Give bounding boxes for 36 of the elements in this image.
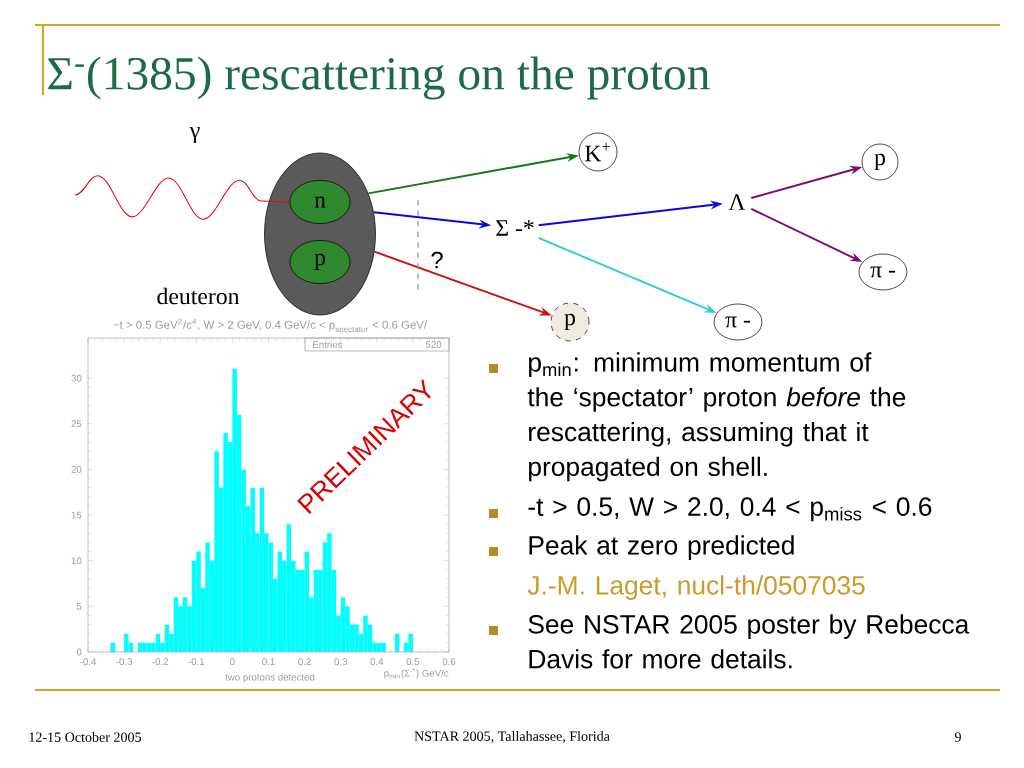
chart-caption: two protons detected <box>225 673 315 683</box>
x-tick-label: 0.6 <box>442 658 456 666</box>
x-tick-label: -0.3 <box>116 658 133 666</box>
x-tick-label: -0.1 <box>188 658 205 666</box>
bullet-text: p$_{min}$: minimum momentum of the ‘spectator’ proton before the rescattering, assuming that it propagated on shell. <box>527 352 906 482</box>
x-tick-label: 0.2 <box>298 658 311 666</box>
edge-label: γ <box>188 125 202 145</box>
footer-text: NSTAR 2005, Tallahassee, Florida <box>414 731 610 743</box>
x-tick-label: -0.2 <box>152 658 169 666</box>
slide-title: Σ$^{-}$(1385) rescattering on the proton <box>48 56 710 100</box>
x-tick-label: 0.3 <box>334 658 348 666</box>
chart-title: $\text{−t > 0.5 GeV}^{\text{2}}\text{/c}^{\text{4}}\text{, W > 2 GeV, 0.4 GeV/c < p}_{\text{spectator}}\text{ < 0.6 GeV/}$ <box>113 318 428 334</box>
annotation: Entries <box>313 340 343 349</box>
bullet-text: J.-M. Laget, nucl-th/0507035 <box>527 575 865 600</box>
bullet-text: See NSTAR 2005 poster by Rebecca Davis for more details. <box>528 614 970 669</box>
y-tick-label: 10 <box>71 557 82 565</box>
y-tick-label: 30 <box>71 374 82 382</box>
x-tick-label: -0.4 <box>80 658 97 666</box>
bullet-text: -t > 0.5, W > 2.0, 0.4 < p$_{miss}$ < 0.6 <box>528 497 932 522</box>
x-tick-label: 0.4 <box>370 658 384 666</box>
y-tick-label: 5 <box>76 602 82 610</box>
x-tick-label: 0 <box>230 658 235 666</box>
bullet-text: Peak at zero predicted <box>529 535 794 560</box>
question-mark: ? <box>431 251 443 269</box>
node-label: deuteron <box>157 287 240 305</box>
page-number: 9 <box>954 732 961 742</box>
footer-date: 12-15 October 2005 <box>29 732 142 742</box>
axis-label: p$_{min}$(Σ$^{-*}$) GeV/c <box>384 668 449 679</box>
x-tick-label: 0.1 <box>262 658 275 666</box>
x-tick-label: 0.5 <box>406 658 420 666</box>
y-tick-label: 0 <box>76 648 82 656</box>
y-tick-label: 25 <box>71 420 82 428</box>
annotation: 520 <box>425 341 442 348</box>
stats-box: Entries 520 <box>304 337 450 352</box>
y-tick-label: 20 <box>71 466 82 473</box>
y-tick-label: 15 <box>71 511 82 519</box>
